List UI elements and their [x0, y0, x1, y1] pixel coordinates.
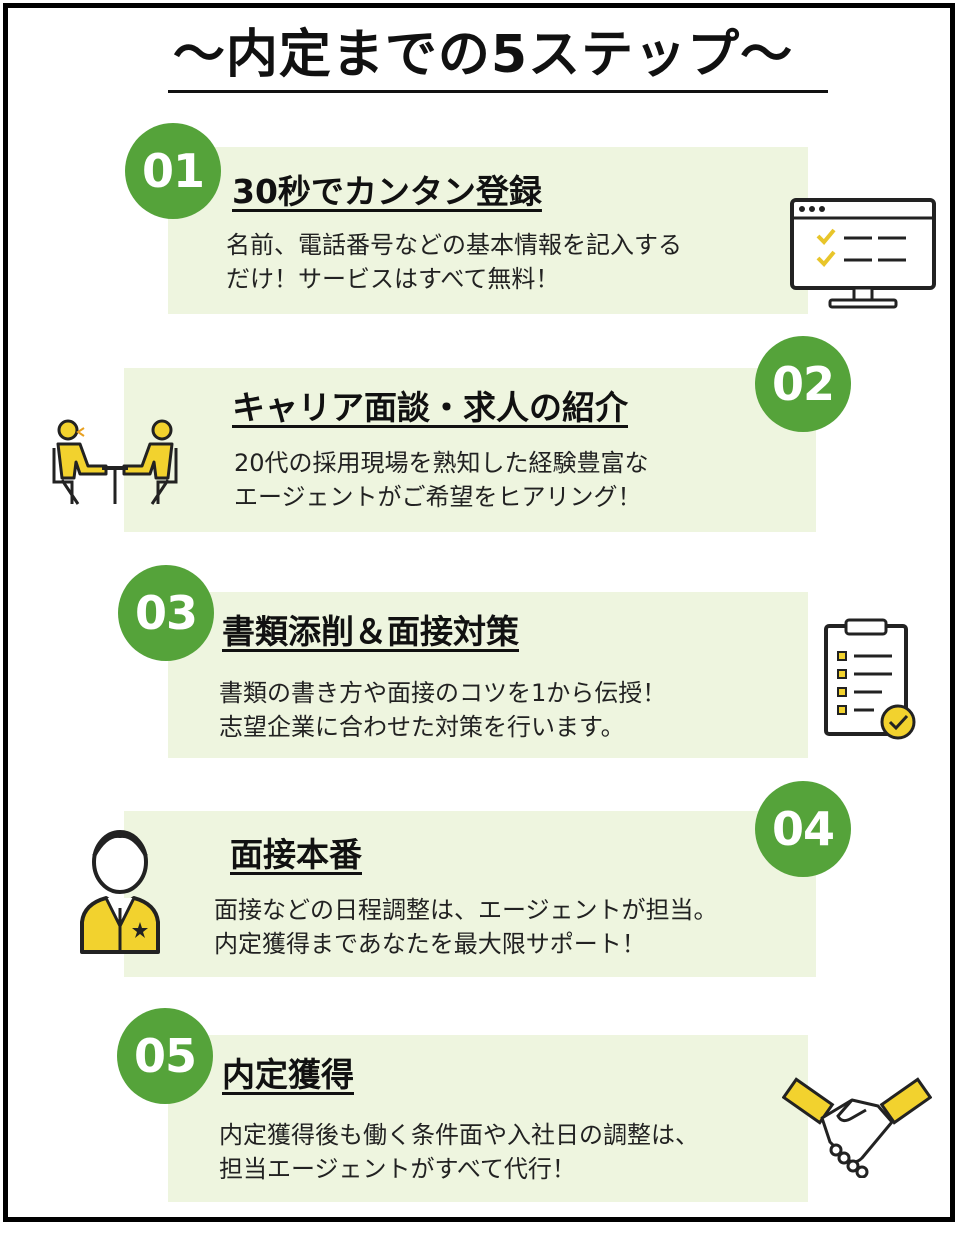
step-number-badge-5: 05 — [117, 1008, 213, 1104]
business-person-icon — [80, 830, 160, 954]
step-desc-2-line-2: エージェントがご希望をヒアリング！ — [234, 483, 642, 511]
step-number-badge-4: 04 — [755, 781, 851, 877]
interview-meeting-icon — [52, 419, 178, 505]
step-title-2: キャリア面談・求人の紹介 — [232, 388, 628, 427]
page-title: 〜内定までの5ステップ〜 — [172, 25, 794, 85]
step-title-5: 内定獲得 — [222, 1055, 354, 1094]
step-desc-5-line-2: 担当エージェントがすべて代行！ — [219, 1155, 576, 1183]
step-card-3 — [168, 592, 808, 758]
step-desc-3-line-1: 書類の書き方や面接のコツを1から伝授！ — [219, 679, 667, 707]
step-card-5 — [168, 1035, 808, 1202]
step-number-badge-2: 02 — [755, 336, 851, 432]
step-title-3: 書類添削＆面接対策 — [222, 612, 519, 651]
step-desc-3-line-2: 志望企業に合わせた対策を行います。 — [219, 713, 625, 741]
step-desc-1-line-2: だけ！サービスはすべて無料！ — [226, 265, 560, 293]
step-desc-1-line-1: 名前、電話番号などの基本情報を記入する — [226, 231, 682, 259]
computer-checklist-icon — [790, 198, 936, 309]
step-title-4: 面接本番 — [230, 835, 362, 874]
step-desc-5-line-1: 内定獲得後も働く条件面や入社日の調整は、 — [219, 1121, 699, 1149]
step-desc-2-line-1: 20代の採用現場を熟知した経験豊富な — [234, 449, 649, 477]
step-number-badge-3: 03 — [118, 565, 214, 661]
step-card-4 — [124, 811, 816, 977]
clipboard-checklist-icon — [824, 618, 916, 740]
step-desc-4-line-1: 面接などの日程調整は、エージェントが担当。 — [214, 896, 718, 924]
title-underline — [168, 90, 828, 93]
step-number-badge-1: 01 — [125, 123, 221, 219]
handshake-icon — [782, 1077, 932, 1178]
step-card-1 — [168, 147, 808, 314]
step-desc-4-line-2: 内定獲得まであなたを最大限サポート！ — [214, 930, 646, 958]
step-card-2 — [124, 368, 816, 532]
step-title-1: 30秒でカンタン登録 — [232, 172, 542, 211]
